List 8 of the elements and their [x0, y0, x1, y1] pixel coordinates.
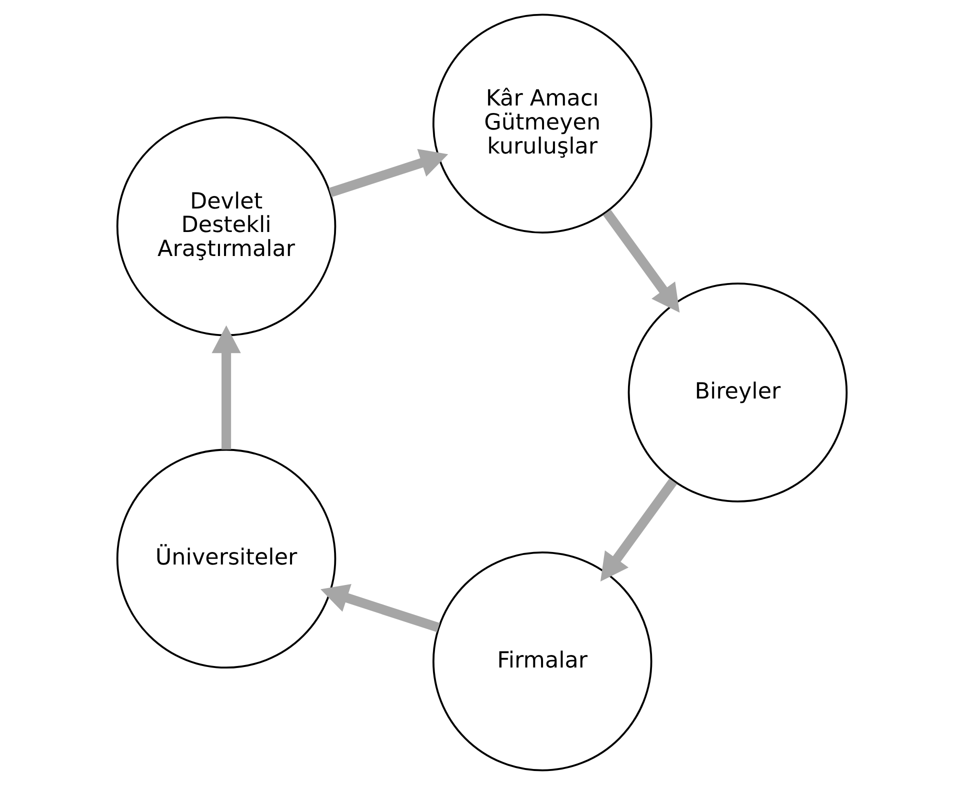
node-circle: Devlet Destekli Araştırmalar: [116, 116, 336, 336]
arrow: [320, 584, 440, 632]
arrow: [328, 148, 448, 198]
arrow: [600, 478, 678, 582]
node-circle: Üniversiteler: [116, 448, 336, 669]
arrow: [603, 210, 680, 313]
node-circle: Kâr Amacı Gütmeyen kuruluşlar: [432, 14, 652, 234]
arrow: [212, 325, 241, 450]
